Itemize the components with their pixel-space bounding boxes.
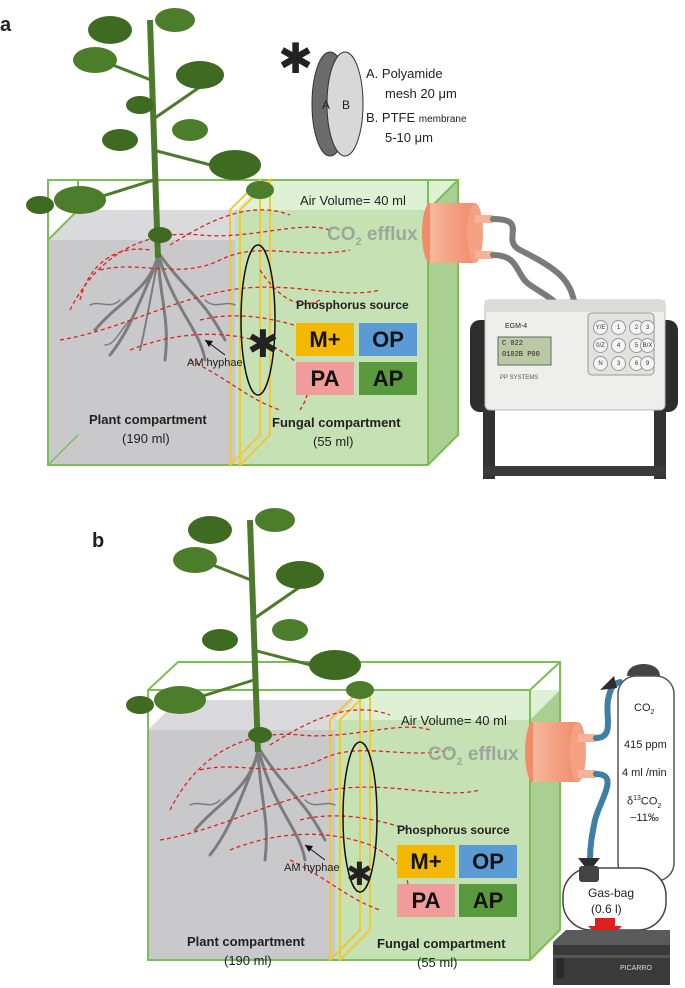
membrane-b-tag: B <box>342 98 351 112</box>
cylinder-flow: 4 ml /min <box>622 767 667 779</box>
panel-letter-b: b <box>92 530 105 552</box>
phosphorus-title-a: Phosphorus source <box>296 298 409 312</box>
membrane-legend-graphic <box>311 51 364 157</box>
egm4-model-label: EGM-4 <box>505 323 528 330</box>
egm4-key: 3 <box>640 320 655 335</box>
egm4-key: 9 <box>640 356 655 371</box>
hyphae-b <box>159 709 481 911</box>
egm4-brand: PP SYSTEMS <box>500 375 539 381</box>
source-tile-mplus-a: M+ <box>296 323 354 356</box>
plant-a <box>26 8 274 259</box>
cylinder-concentration: 415 ppm <box>624 739 667 751</box>
egm4-key: N <box>593 356 608 371</box>
plant-compartment-label-b: Plant compartment <box>187 934 305 949</box>
plant-b <box>126 508 374 753</box>
panel-b <box>126 508 675 985</box>
air-volume-label-a: Air Volume= 40 ml <box>300 193 406 208</box>
source-tile-pa-a: PA <box>296 362 354 395</box>
egm4-key: 3 <box>611 356 626 371</box>
fungal-compartment-label-a: Fungal compartment <box>272 415 401 430</box>
gas-cylinder <box>617 664 675 882</box>
egm4-display-line1: C 022 <box>502 340 524 348</box>
source-tile-pa-b: PA <box>397 884 455 917</box>
tubes-a <box>490 216 578 311</box>
mesh-planes-b <box>329 687 371 963</box>
picarro-brand: PICARRO <box>620 965 652 972</box>
gas-bag-volume: (0.6 l) <box>591 902 622 916</box>
egm4-key: 4 <box>611 338 626 353</box>
gas-bag-label: Gas-bag <box>588 886 635 900</box>
picarro-analyzer <box>553 930 670 985</box>
fungal-compartment-label-b: Fungal compartment <box>377 936 506 951</box>
legend-b-line2: 5-10 μm <box>385 130 433 145</box>
hyphae-label-a: AM hyphae <box>187 357 243 369</box>
source-tile-op-a: OP <box>359 323 417 356</box>
egm4-display-line2: 0102B P00 <box>502 351 540 359</box>
source-tile-op-b: OP <box>459 845 517 878</box>
cylinder-isotope-value: −11‰ <box>630 812 659 824</box>
cylinder-isotope-label: δ13CO2 <box>627 795 662 810</box>
fungal-volume-label-b: (55 ml) <box>417 955 458 970</box>
plant-volume-label-b: (190 ml) <box>224 953 272 968</box>
legend-b-small: membrane <box>418 114 467 125</box>
legend-b-line1: B. PTFE membrane <box>366 110 467 125</box>
fungal-volume-label-a: (55 ml) <box>313 434 354 449</box>
panel-letter-a: a <box>0 14 12 36</box>
egm4-key: B/X <box>640 338 655 353</box>
asterisk-icon: ✱ <box>278 35 314 82</box>
source-tile-mplus-b: M+ <box>397 845 455 878</box>
co2-efflux-label-a: CO2 efflux <box>327 224 418 248</box>
roots-a <box>89 253 236 362</box>
legend-a-line2: mesh 20 μm <box>385 86 457 101</box>
cylinder-gas-label: CO2 <box>634 702 655 717</box>
source-tile-ap-b: AP <box>459 884 517 917</box>
connector-a <box>422 203 493 263</box>
inlet-arrow-icon <box>600 676 617 690</box>
plant-compartment-label-a: Plant compartment <box>89 412 207 427</box>
membrane-outline-b <box>342 741 378 893</box>
air-volume-label-b: Air Volume= 40 ml <box>401 713 507 728</box>
phosphorus-title-b: Phosphorus source <box>397 823 510 837</box>
membrane-a-tag: A <box>322 98 331 112</box>
asterisk-marker-b: ✱ <box>346 856 373 892</box>
source-tile-ap-a: AP <box>359 362 417 395</box>
egm4-key: 1 <box>611 320 626 335</box>
egm4-key: Y/E <box>593 320 608 335</box>
plant-volume-label-a: (190 ml) <box>122 431 170 446</box>
egm4-key: 0/Z <box>593 338 608 353</box>
co2-efflux-label-b: CO2 efflux <box>428 744 519 768</box>
outlet-arrow-icon <box>578 858 600 872</box>
legend-a-line1: A. Polyamide <box>366 66 443 81</box>
hyphae-label-b: AM hyphae <box>284 862 340 874</box>
connector-b <box>525 722 596 782</box>
membrane-outline-a <box>240 244 276 396</box>
asterisk-marker-a: ✱ <box>247 324 279 366</box>
